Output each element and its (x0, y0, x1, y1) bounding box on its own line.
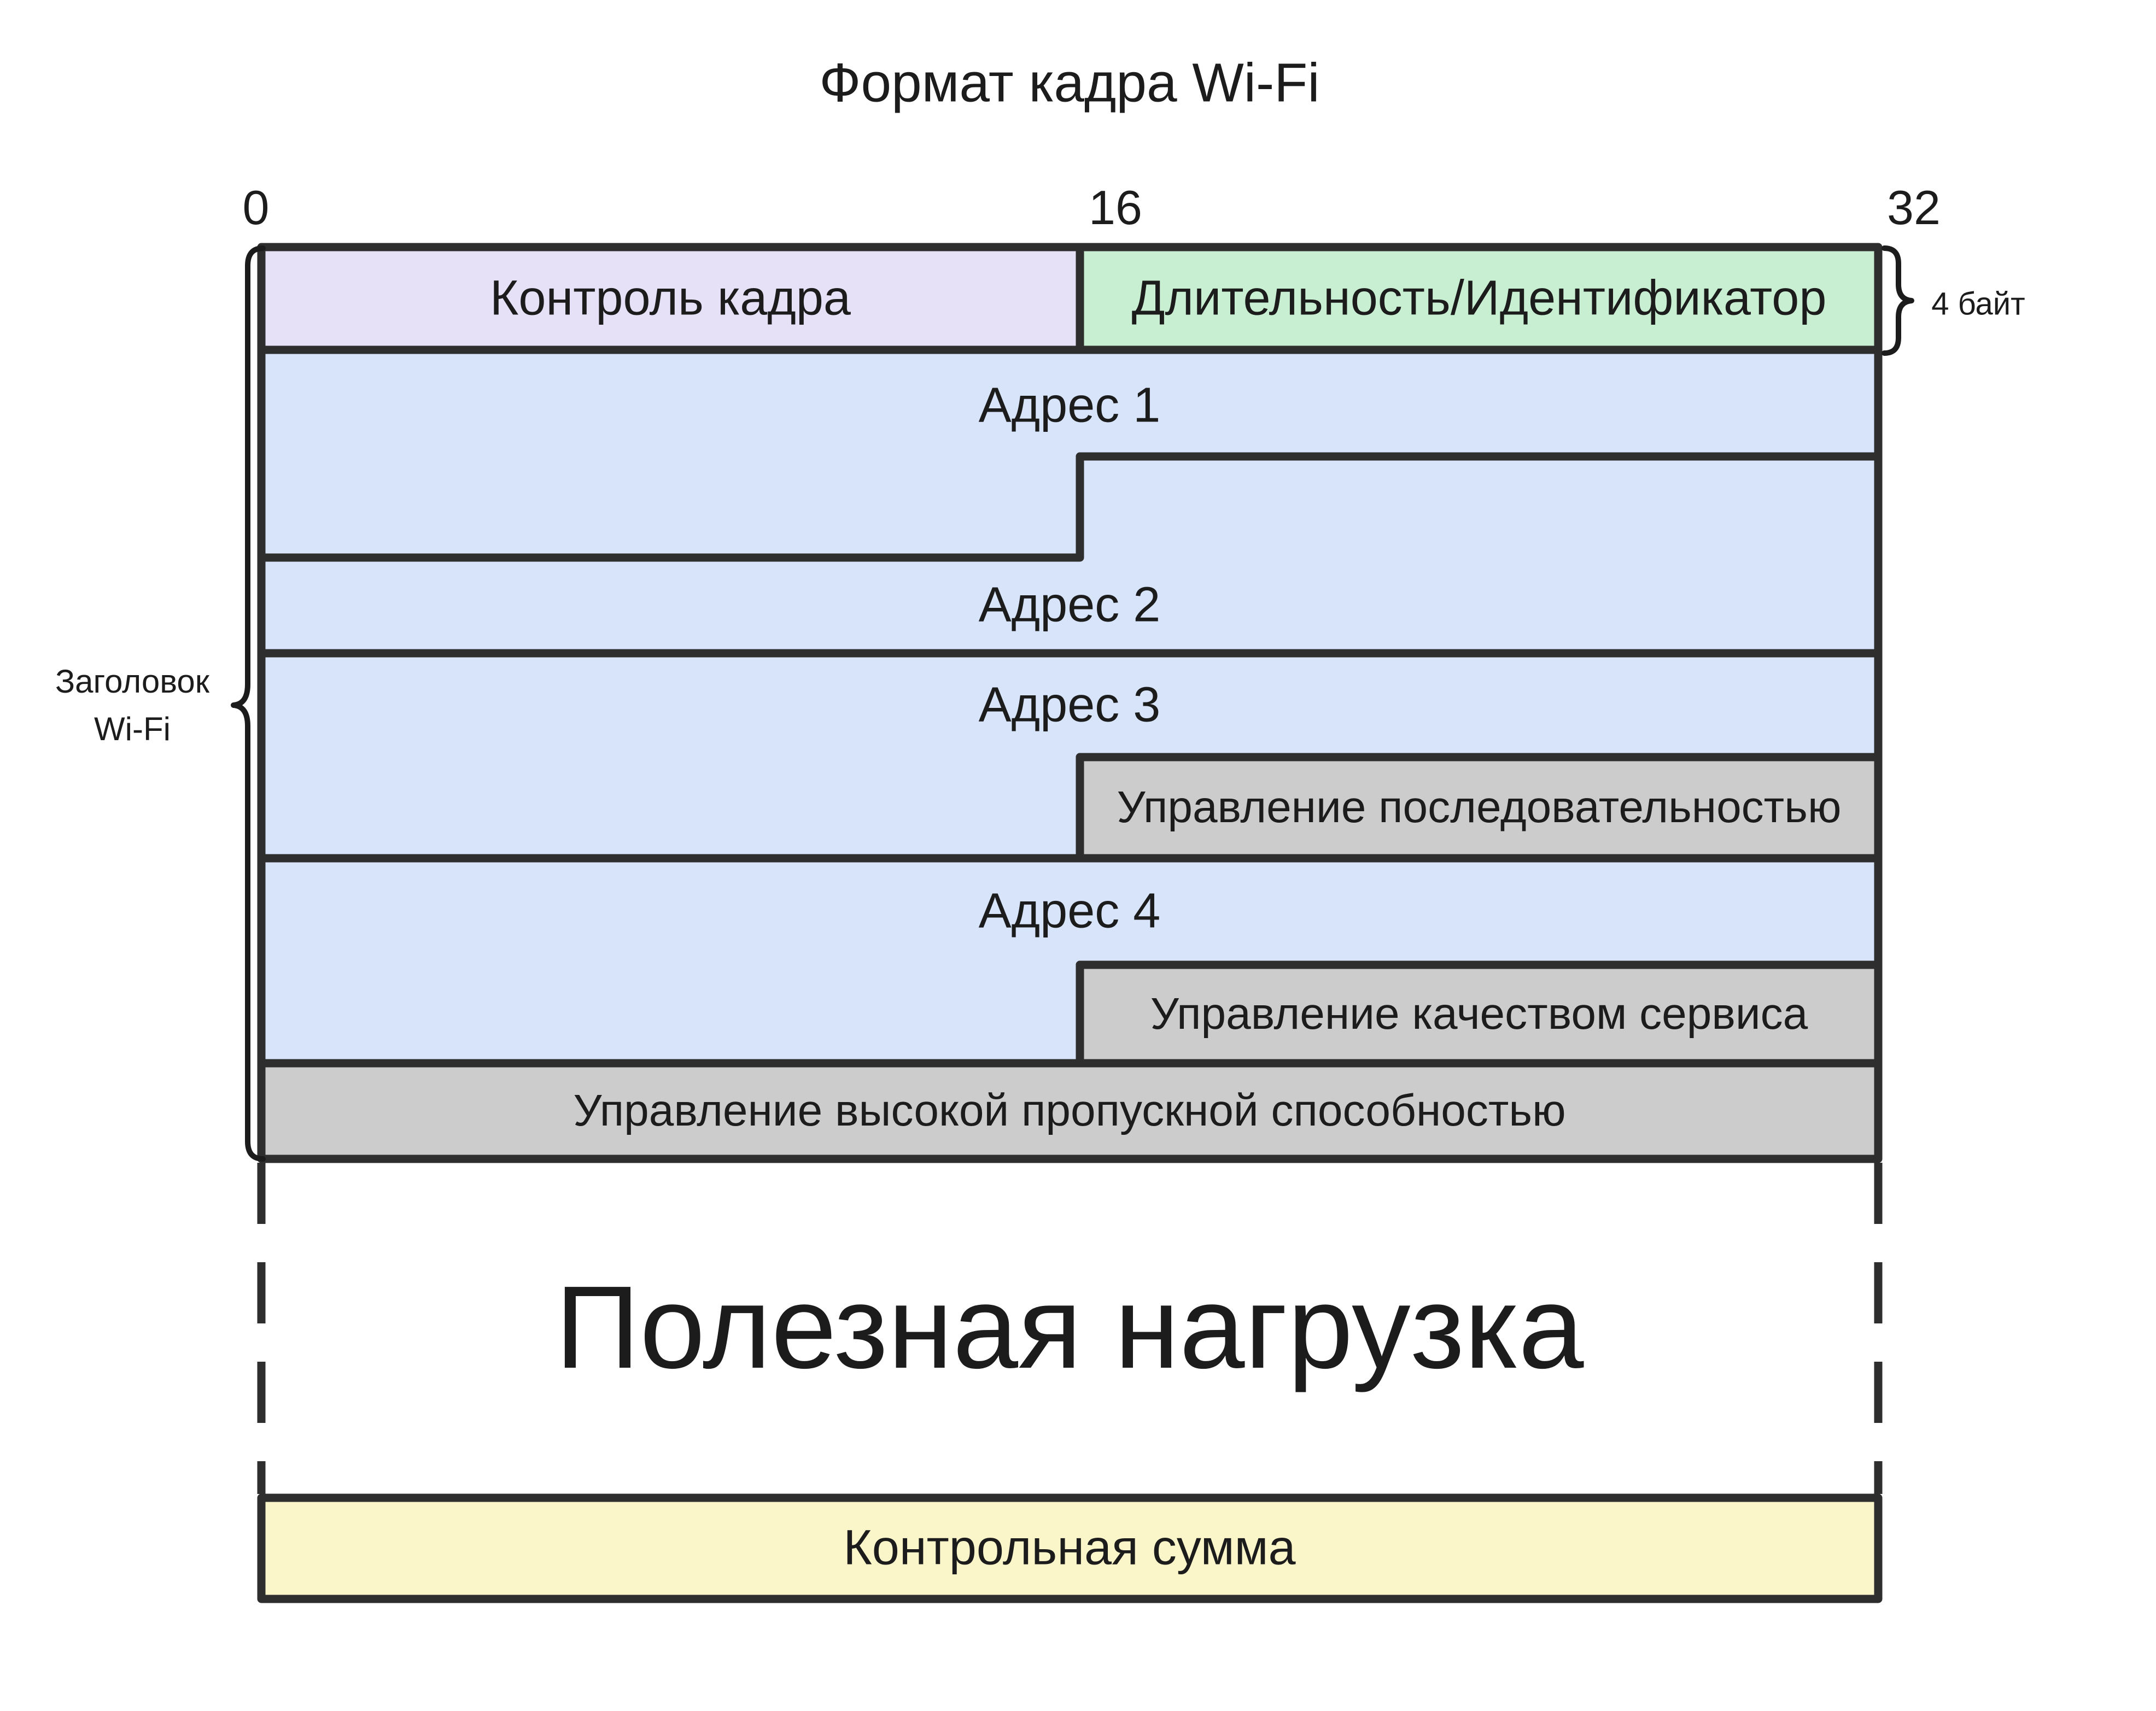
braces-group (231, 245, 1914, 1162)
address3-label: Адрес 3 (978, 677, 1161, 733)
address4-label: Адрес 4 (978, 883, 1161, 939)
ht-control-label: Управление высокой пропускной способност… (573, 1086, 1566, 1135)
duration-id-label: Длительность/Идентификатор (1131, 271, 1827, 326)
four-bytes-label: 4 байт (1931, 286, 2025, 322)
wifi-header-brace-label-line1: Заголовок (55, 663, 210, 700)
sequence-control-label: Управление последовательностью (1117, 782, 1842, 832)
checksum-cell (257, 1493, 1883, 1603)
qos-control-label: Управление качеством сервиса (1150, 989, 1808, 1039)
first-row-right-brace (1882, 245, 1914, 356)
checksum-label: Контрольная сумма (843, 1520, 1296, 1575)
payload-label: Полезная нагрузка (555, 1261, 1584, 1393)
diagram-title: Формат кадра Wi-Fi (819, 52, 1320, 114)
address2-label: Адрес 2 (978, 577, 1161, 632)
header-left-brace (231, 245, 266, 1162)
bit-label-0: 0 (242, 180, 270, 235)
ht-control-cell (257, 1059, 1883, 1163)
bit-label-32: 32 (1887, 180, 1941, 235)
wifi-header-brace-label-line2: Wi-Fi (94, 711, 171, 747)
field-cells-group (257, 243, 1883, 1603)
frame-control-label: Контроль кадра (490, 271, 851, 326)
bit-label-16: 16 (1089, 180, 1142, 235)
wifi-header-brace-label: Заголовок Wi-Fi (17, 658, 247, 753)
address1-label: Адрес 1 (978, 378, 1161, 433)
